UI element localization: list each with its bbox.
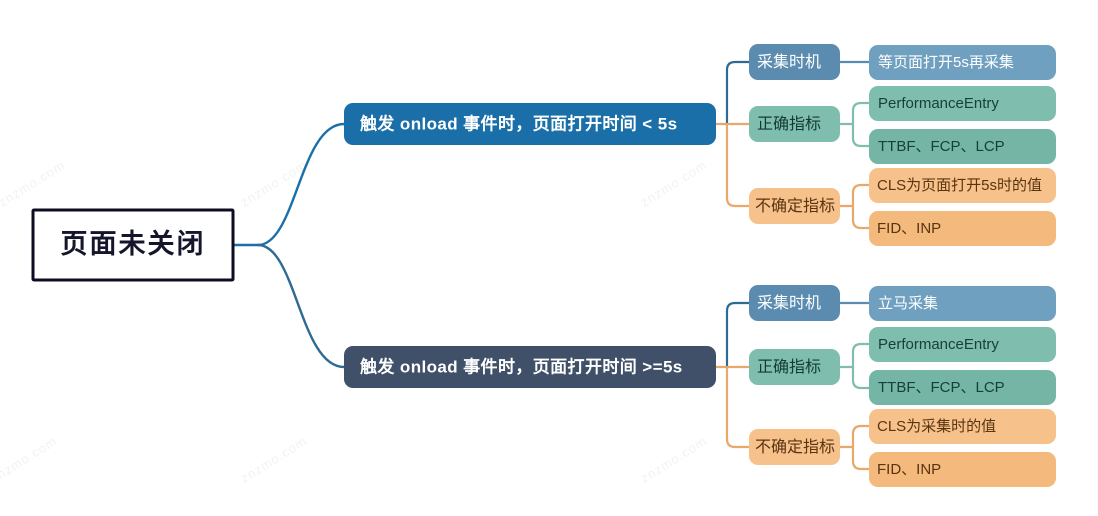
branch-node-1-label: 触发 onload 事件时，页面打开时间 < 5s (359, 113, 677, 133)
leaf-node-1-2-1-label: PerformanceEntry (878, 95, 999, 112)
category-node-2-3-box[interactable] (749, 429, 840, 465)
category-node-1-1-box[interactable] (749, 44, 840, 80)
leaf-node-2-3-1-box[interactable] (869, 409, 1056, 444)
category-node-1-2-label: 正确指标 (757, 115, 821, 133)
branch-group-2: 触发 onload 事件时，页面打开时间 >=5s 采集时机 正确指标 不确定指… (344, 285, 1056, 487)
root-node-label: 页面未关闭 (61, 229, 206, 259)
category-node-2-3[interactable]: 不确定指标 (749, 429, 840, 465)
root-connectors (231, 122, 346, 369)
leaf-node-1-3-1-box[interactable] (869, 168, 1056, 203)
leaf-node-1-2-1[interactable]: PerformanceEntry (869, 86, 1056, 121)
leaf-node-1-3-2-box[interactable] (869, 211, 1056, 246)
root-node[interactable]: 页面未关闭 (31, 208, 235, 282)
category-node-2-2-box[interactable] (749, 349, 840, 385)
leaf-node-2-1-1-box[interactable] (869, 286, 1056, 321)
leaf-node-2-2-2-box[interactable] (869, 370, 1056, 405)
leaf-node-2-3-2[interactable]: FID、INP (869, 452, 1056, 487)
leaf-node-2-1-1[interactable]: 立马采集 (869, 286, 1056, 321)
connector-branch1-to-cat1 (725, 60, 751, 126)
leaf-node-2-2-1[interactable]: PerformanceEntry (869, 327, 1056, 362)
connector-cat2-to-leaf2 (851, 365, 871, 390)
leaf-node-1-2-2[interactable]: TTBF、FCP、LCP (869, 129, 1056, 164)
category-node-1-3-box[interactable] (749, 188, 840, 224)
connector-cat3-to-leaf1 (851, 183, 871, 208)
branch-node-2[interactable]: 触发 onload 事件时，页面打开时间 >=5s (344, 346, 716, 388)
leaf-node-2-3-2-label: FID、INP (877, 461, 941, 478)
leaf-node-1-1-1[interactable]: 等页面打开5s再采集 (869, 45, 1056, 80)
connector-cat3-to-leaf1 (851, 424, 871, 449)
branch-node-1[interactable]: 触发 onload 事件时，页面打开时间 < 5s (344, 103, 716, 145)
branch-node-2-box[interactable] (344, 346, 716, 388)
leaf-node-1-1-1-label: 等页面打开5s再采集 (878, 53, 1014, 71)
category-node-1-1[interactable]: 采集时机 (749, 44, 840, 80)
category-node-2-1[interactable]: 采集时机 (749, 285, 840, 321)
connector-root-to-branch-2 (256, 243, 346, 369)
connector-branch1-to-cat3 (725, 122, 751, 208)
leaf-node-2-2-2[interactable]: TTBF、FCP、LCP (869, 370, 1056, 405)
connector-cat2-to-leaf2 (851, 122, 871, 148)
branch-1-leaf-connectors (838, 60, 871, 230)
category-node-1-1-label: 采集时机 (757, 53, 821, 71)
leaf-node-1-2-1-box[interactable] (869, 86, 1056, 121)
leaf-node-2-3-2-box[interactable] (869, 452, 1056, 487)
category-node-1-2[interactable]: 正确指标 (749, 106, 840, 142)
connector-branch2-to-cat3 (725, 365, 751, 449)
branch-2-category-connectors (714, 301, 751, 449)
branch-node-2-label: 触发 onload 事件时，页面打开时间 >=5s (359, 356, 683, 376)
category-node-1-2-box[interactable] (749, 106, 840, 142)
leaf-node-1-1-1-box[interactable] (869, 45, 1056, 80)
branch-1-category-connectors (714, 60, 751, 208)
leaf-node-1-2-2-box[interactable] (869, 129, 1056, 164)
leaf-node-2-2-2-label: TTBF、FCP、LCP (878, 379, 1005, 396)
leaf-node-2-1-1-label: 立马采集 (878, 295, 938, 312)
category-node-1-3-label: 不确定指标 (755, 197, 835, 215)
connector-cat2-to-leaf1 (851, 101, 871, 126)
leaf-node-1-3-1[interactable]: CLS为页面打开5s时的值 (869, 168, 1056, 203)
category-node-1-3[interactable]: 不确定指标 (749, 188, 840, 224)
category-node-2-1-box[interactable] (749, 285, 840, 321)
leaf-node-2-2-1-label: PerformanceEntry (878, 336, 999, 353)
root-node-box[interactable] (31, 208, 235, 282)
connector-cat3-to-leaf2 (851, 445, 871, 471)
branch-node-1-box[interactable] (344, 103, 716, 145)
branch-group-1: 触发 onload 事件时，页面打开时间 < 5s 采集时机 正确指标 不确定指… (344, 44, 1056, 246)
leaf-node-1-2-2-label: TTBF、FCP、LCP (878, 138, 1005, 155)
branch-2-leaf-connectors (838, 301, 871, 471)
connector-branch2-to-cat1 (725, 301, 751, 369)
category-node-2-2-label: 正确指标 (757, 358, 821, 376)
leaf-node-1-3-1-label: CLS为页面打开5s时的值 (877, 177, 1042, 194)
connector-root-to-branch-1 (256, 122, 346, 247)
leaf-node-2-2-1-box[interactable] (869, 327, 1056, 362)
connector-cat3-to-leaf2 (851, 204, 871, 230)
leaf-node-2-3-1-label: CLS为采集时的值 (877, 418, 996, 435)
category-node-2-2[interactable]: 正确指标 (749, 349, 840, 385)
leaf-node-1-3-2-label: FID、INP (877, 220, 941, 237)
leaf-node-1-3-2[interactable]: FID、INP (869, 211, 1056, 246)
category-node-2-1-label: 采集时机 (757, 294, 821, 312)
category-node-2-3-label: 不确定指标 (755, 438, 835, 456)
connector-cat2-to-leaf1 (851, 342, 871, 369)
leaf-node-2-3-1[interactable]: CLS为采集时的值 (869, 409, 1056, 444)
